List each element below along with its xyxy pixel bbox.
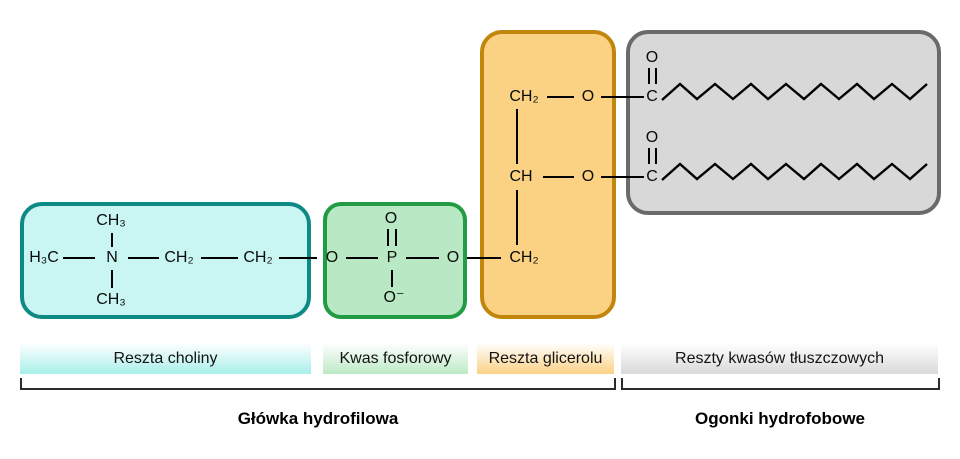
atom-o-left: O <box>325 249 339 266</box>
atom-ch3-top: CH₃ <box>96 212 126 229</box>
band-glycerol: Reszta glicerolu <box>477 343 614 374</box>
atom-fatty-c1: C <box>646 88 658 105</box>
band-fatty-acids-label: Reszty kwasów tłuszczowych <box>675 349 884 367</box>
atom-ch3-bottom: CH₃ <box>96 291 126 308</box>
atom-glycerol-o-mid: O <box>581 168 595 185</box>
band-glycerol-label: Reszta glicerolu <box>488 349 603 367</box>
hydrophilic-bracket <box>20 378 616 390</box>
atom-o-double: O <box>384 210 398 227</box>
atom-ch2-1: CH₂ <box>164 249 194 266</box>
group-brackets <box>20 378 940 390</box>
atom-fatty-c2: C <box>646 168 658 185</box>
atom-o-right: O <box>446 249 460 266</box>
atom-p: P <box>386 249 398 266</box>
atom-glycerol-o-top: O <box>581 88 595 105</box>
atom-fatty-o2: O <box>645 129 659 146</box>
atom-glycerol-ch2-top: CH₂ <box>509 88 539 105</box>
hydrophilic-head-label: Główka hydrofilowa <box>237 409 399 428</box>
hydrophobic-tails-label: Ogonki hydrofobowe <box>695 409 865 428</box>
band-phosphate-label: Kwas fosforowy <box>339 349 452 367</box>
hydrophobic-bracket <box>621 378 940 390</box>
atom-o-minus: O⁻ <box>383 289 405 306</box>
glycerol-box <box>480 30 616 319</box>
atom-glycerol-ch2-bottom: CH₂ <box>509 249 539 266</box>
atom-ch2-2: CH₂ <box>243 249 273 266</box>
atom-glycerol-ch: CH <box>509 168 533 185</box>
band-phosphate: Kwas fosforowy <box>323 343 468 374</box>
atom-fatty-o1: O <box>645 49 659 66</box>
band-fatty-acids: Reszty kwasów tłuszczowych <box>621 343 938 374</box>
atom-n: N <box>106 249 118 266</box>
choline-box <box>20 202 311 319</box>
fatty-acids-box <box>626 30 941 215</box>
band-choline-label: Reszta choliny <box>113 349 218 367</box>
band-choline: Reszta choliny <box>20 343 311 374</box>
atom-h3c: H₃C <box>29 249 59 266</box>
phosphate-box <box>323 202 467 319</box>
